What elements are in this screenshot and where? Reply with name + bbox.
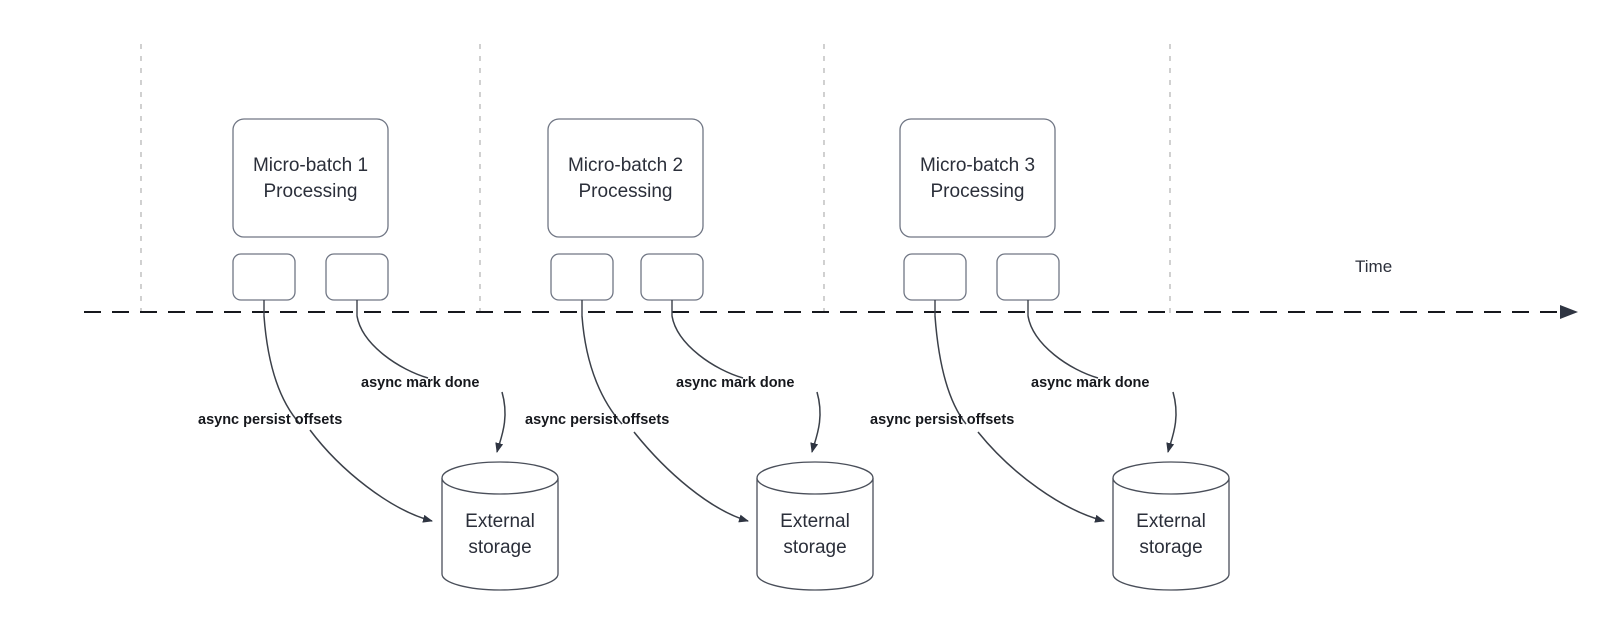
microbatch-3-async-mark-done-label: async mark done	[1031, 375, 1149, 391]
microbatch-3-markdone-curve-lower	[1166, 391, 1177, 453]
microbatch-1-mark-done-event-box[interactable]	[325, 253, 389, 301]
microbatch-1-label-line1: Micro-batch 1	[253, 155, 368, 176]
microbatch-3-markdone-curve-upper	[1027, 315, 1099, 379]
microbatch-2-storage-label-line2: storage	[783, 537, 846, 558]
microbatch-3-async-persist-offsets-label: async persist offsets	[870, 412, 1014, 428]
microbatch-3-storage-label-line1: External	[1136, 511, 1206, 532]
microbatch-group-3: Micro-batch 3 Processing External storag…	[870, 118, 1230, 591]
microbatch-1-markdone-curve-upper	[356, 315, 429, 379]
microbatch-3-box[interactable]	[899, 118, 1056, 238]
microbatch-2-persist-offsets-event-box[interactable]	[550, 253, 614, 301]
boundary-separators	[140, 44, 1171, 320]
microbatch-2-storage-label-line1: External	[780, 511, 850, 532]
microbatch-1-markdone-curve-lower	[495, 391, 506, 453]
microbatch-2-persist-curve-lower	[633, 431, 749, 523]
microbatch-3-persist-curve-lower	[977, 431, 1105, 523]
microbatch-2-external-storage-cylinder[interactable]	[756, 461, 874, 591]
microbatch-1-async-mark-done-label: async mark done	[361, 375, 479, 391]
timeline-arrowhead-icon	[1560, 305, 1578, 319]
microbatch-2-box[interactable]	[547, 118, 704, 238]
microbatch-3-label-line2: Processing	[931, 181, 1025, 202]
microbatch-2-markdone-curve-lower	[810, 391, 821, 453]
timeline-axis: Time	[84, 257, 1578, 319]
microbatch-2-label-line1: Micro-batch 2	[568, 155, 683, 176]
time-axis-label: Time	[1355, 257, 1392, 276]
microbatch-2-async-persist-offsets-label: async persist offsets	[525, 412, 669, 428]
microbatch-2-markdone-curve-upper	[671, 315, 744, 379]
microbatch-1-storage-label-line2: storage	[468, 537, 531, 558]
microbatch-2-persist-curve-upper	[581, 315, 623, 425]
microbatch-1-persist-curve-lower	[309, 429, 433, 523]
microbatch-3-external-storage-cylinder[interactable]	[1112, 461, 1230, 591]
microbatch-1-async-persist-offsets-label: async persist offsets	[198, 412, 342, 428]
microbatch-1-persist-offsets-event-box[interactable]	[232, 253, 296, 301]
microbatch-1-label-line2: Processing	[264, 181, 358, 202]
microbatch-1-persist-curve-upper	[263, 315, 301, 425]
microbatch-2-label-line2: Processing	[579, 181, 673, 202]
microbatch-3-storage-label-line2: storage	[1139, 537, 1202, 558]
microbatch-1-external-storage-cylinder[interactable]	[441, 461, 559, 591]
microbatch-group-1: Micro-batch 1 Processing External storag…	[198, 118, 559, 591]
microbatch-2-mark-done-event-box[interactable]	[640, 253, 704, 301]
microbatch-3-label-line1: Micro-batch 3	[920, 155, 1035, 176]
microbatch-1-storage-label-line1: External	[465, 511, 535, 532]
microbatch-3-mark-done-event-box[interactable]	[996, 253, 1060, 301]
microbatch-2-async-mark-done-label: async mark done	[676, 375, 794, 391]
microbatch-1-box[interactable]	[232, 118, 389, 238]
microbatch-3-persist-curve-upper	[934, 315, 967, 425]
microbatch-3-persist-offsets-event-box[interactable]	[903, 253, 967, 301]
microbatch-group-2: Micro-batch 2 Processing External storag…	[525, 118, 874, 591]
